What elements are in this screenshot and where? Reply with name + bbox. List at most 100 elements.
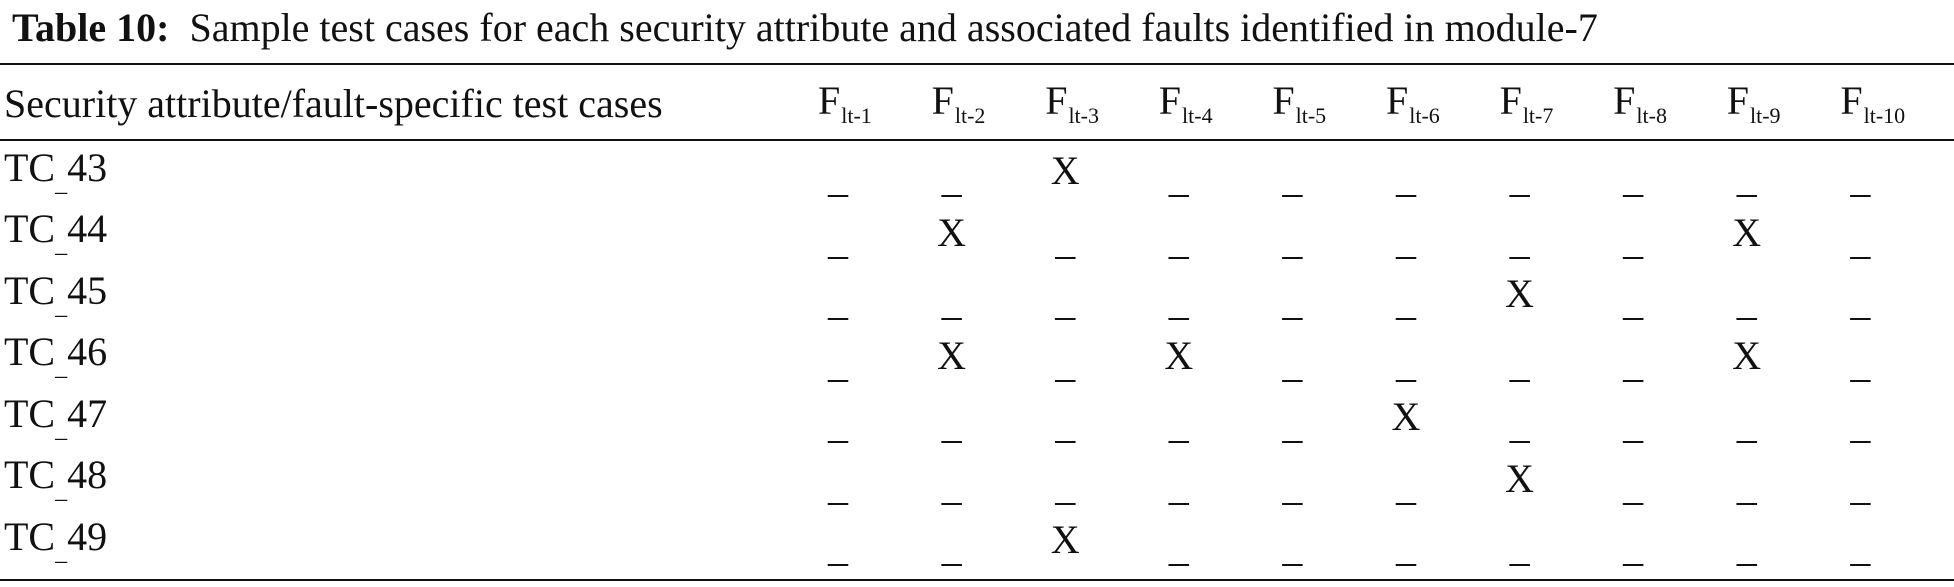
fault-miss-mark: _ <box>828 217 848 263</box>
test-case-name: TC_46 <box>0 325 818 387</box>
fault-subscript: lt-10 <box>1863 103 1906 128</box>
test-case-prefix: TC <box>4 452 56 498</box>
test-case-separator: _ <box>55 539 68 566</box>
fault-miss-mark: _ <box>1509 340 1530 386</box>
fault-subscript: lt-8 <box>1636 103 1667 128</box>
test-case-number: 49 <box>67 513 108 559</box>
fault-miss-mark: _ <box>1509 217 1530 263</box>
fault-cell: _ <box>1045 386 1159 448</box>
fault-symbol: F <box>818 78 841 123</box>
fault-miss-mark: _ <box>828 340 848 386</box>
fault-miss-mark: _ <box>1509 402 1530 448</box>
fault-subscript: lt-1 <box>841 103 872 128</box>
fault-subscript: lt-6 <box>1409 103 1440 128</box>
header-fault-4: Flt-4 <box>1159 66 1273 140</box>
table-row: TC_47_____X____ <box>0 386 1954 448</box>
fault-cell: _ <box>1272 263 1386 325</box>
fault-cell: _ <box>818 263 932 325</box>
fault-symbol: F <box>1840 78 1863 123</box>
fault-cell: _ <box>1159 448 1273 510</box>
test-case-separator: _ <box>55 416 68 443</box>
fault-miss-mark: _ <box>1736 525 1757 571</box>
fault-cell: _ <box>1272 140 1386 202</box>
header-fault-1: Flt-1 <box>818 66 932 140</box>
fault-cell: X <box>1500 448 1614 510</box>
top-rule <box>0 63 1954 65</box>
fault-miss-mark: _ <box>1623 402 1644 448</box>
fault-hit-mark: X <box>937 332 967 378</box>
table-caption: Table 10: Sample test cases for each sec… <box>12 4 1598 52</box>
fault-cell: X <box>1500 263 1614 325</box>
fault-cell: _ <box>1840 509 1954 571</box>
test-case-number: 44 <box>67 206 108 252</box>
test-case-separator: _ <box>55 355 68 382</box>
fault-miss-mark: _ <box>941 525 962 571</box>
fault-miss-mark: _ <box>1055 402 1076 448</box>
test-case-name: TC_44 <box>0 202 818 264</box>
fault-cell: _ <box>1840 263 1954 325</box>
fault-miss-mark: _ <box>828 402 848 448</box>
fault-hit-mark: X <box>1505 271 1534 317</box>
fault-miss-mark: _ <box>941 279 962 325</box>
fault-cell: _ <box>932 140 1046 202</box>
fault-cell: X <box>1727 202 1841 264</box>
fault-cell: _ <box>1500 509 1614 571</box>
fault-cell: _ <box>1613 202 1727 264</box>
test-case-prefix: TC <box>4 329 56 375</box>
header-fault-7: Flt-7 <box>1500 66 1614 140</box>
fault-cell: _ <box>1727 263 1841 325</box>
fault-cell: _ <box>932 386 1046 448</box>
fault-symbol: F <box>1726 78 1749 123</box>
fault-miss-mark: _ <box>828 525 848 571</box>
table-row: TC_45______X___ <box>0 263 1954 325</box>
test-case-name: TC_49 <box>0 509 818 571</box>
caption-label: Table 10: <box>12 5 170 50</box>
fault-miss-mark: _ <box>1850 279 1871 325</box>
fault-cell: _ <box>1159 509 1273 571</box>
fault-cell: _ <box>1727 140 1841 202</box>
fault-cell: _ <box>1386 263 1500 325</box>
test-case-prefix: TC <box>4 144 56 190</box>
fault-cell: X <box>1045 509 1159 571</box>
test-case-number: 47 <box>67 390 108 436</box>
fault-miss-mark: _ <box>1850 217 1871 263</box>
table-row: TC_46_X_X____X_ <box>0 325 1954 387</box>
fault-miss-mark: _ <box>1282 279 1303 325</box>
fault-symbol: F <box>1499 78 1522 123</box>
fault-hit-mark: X <box>1050 148 1080 194</box>
fault-hit-mark: X <box>1391 394 1421 440</box>
fault-miss-mark: _ <box>1623 463 1644 509</box>
fault-cell: _ <box>1613 448 1727 510</box>
fault-miss-mark: _ <box>1850 402 1871 448</box>
fault-miss-mark: _ <box>1282 156 1303 202</box>
header-fault-10: Flt-10 <box>1840 66 1954 140</box>
fault-cell: _ <box>1159 263 1273 325</box>
header-fault-2: Flt-2 <box>932 66 1046 140</box>
fault-cell: _ <box>1159 202 1273 264</box>
fault-cell: _ <box>1272 386 1386 448</box>
bottom-rule <box>0 579 1954 581</box>
fault-miss-mark: _ <box>1395 525 1416 571</box>
fault-miss-mark: _ <box>1509 525 1530 571</box>
fault-subscript: lt-7 <box>1522 103 1554 128</box>
fault-cell: _ <box>1727 386 1841 448</box>
fault-miss-mark: _ <box>1395 279 1416 325</box>
fault-miss-mark: _ <box>1623 156 1644 202</box>
fault-cell: _ <box>818 325 932 387</box>
fault-miss-mark: _ <box>1168 463 1189 509</box>
fault-cell: _ <box>1272 509 1386 571</box>
fault-miss-mark: _ <box>1282 217 1303 263</box>
test-case-separator: _ <box>55 170 68 197</box>
table-body: TC_43__X_______TC_44_X______X_TC_45_____… <box>0 140 1954 571</box>
fault-cell: _ <box>1045 202 1159 264</box>
fault-cell: _ <box>818 202 932 264</box>
fault-symbol: F <box>1272 78 1295 123</box>
fault-miss-mark: _ <box>1736 279 1757 325</box>
fault-miss-mark: _ <box>828 156 848 202</box>
test-case-separator: _ <box>55 478 68 505</box>
fault-cell: _ <box>1613 263 1727 325</box>
fault-cell: _ <box>932 509 1046 571</box>
fault-cell: _ <box>1840 448 1954 510</box>
fault-cell: _ <box>1840 140 1954 202</box>
